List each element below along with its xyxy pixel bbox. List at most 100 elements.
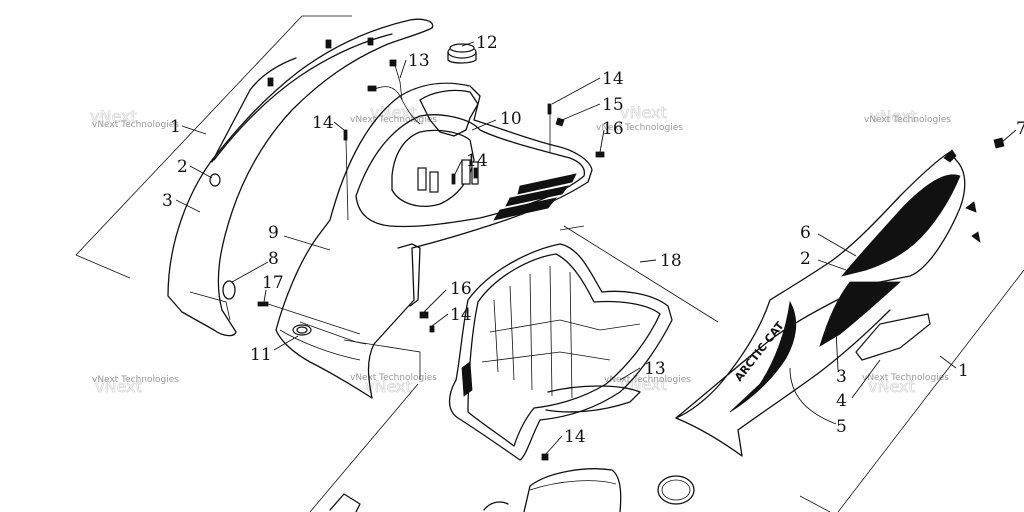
leader-line [551,77,601,105]
callout-number: 3 [836,367,847,387]
watermark-text: vNext Technologies [92,375,179,385]
decal-dark-stripe [819,281,902,347]
wire-harness [393,61,403,101]
watermark-ghost: vNext [370,103,417,122]
callout-number: 1 [170,117,181,137]
leader-line [619,367,641,381]
callout-number: 11 [250,345,272,365]
watermarks: vNext vNext Technologies vNext vNext Tec… [90,103,952,397]
leader-line [599,129,605,153]
leader-line [545,435,563,455]
hood-section-line [343,339,421,380]
liner-clip [461,361,473,397]
bolt [451,173,456,185]
callout-number: 14 [466,151,488,171]
callout-number: 6 [800,223,811,243]
leader-line [851,359,881,399]
air-intake-boot [523,468,622,512]
hood-windshield-opening [355,114,586,228]
bottom-bracket-line [799,495,831,512]
leader-line [273,335,299,351]
hood-vent-louver [517,173,577,195]
callout-number: 1 [958,361,969,381]
callout-number: 2 [800,249,811,269]
decal-window [855,313,931,361]
watermark-ghost: vNext [95,377,142,396]
intake-hose-end [483,501,509,511]
callout-number: 16 [602,119,624,139]
bolt [547,103,552,115]
fastener [965,201,977,213]
clip [419,311,429,319]
callout-number: 10 [500,109,522,129]
watermark-text: vNext Technologies [92,120,179,130]
air-intake-rim [529,480,617,491]
front-hood-body [275,82,593,399]
bolt [473,167,478,179]
callout-number: 17 [262,273,284,293]
leader-line [175,199,201,213]
watermark-text: vNext Technologies [864,115,951,125]
inner-liner-rim [467,253,661,447]
hood-badge [296,326,308,334]
callout-number: 15 [602,95,624,115]
hood-inner-slot [461,159,471,185]
hood-lower-crease [279,329,361,361]
hood-inner-slot [417,167,427,191]
callout-number: 8 [268,249,279,269]
watermark-ghost: vNext [365,377,412,396]
callout-number: 14 [312,113,334,133]
liner-ribs [481,351,611,363]
left-panel-tab [267,77,274,87]
watermark-text: vNext Technologies [862,373,949,383]
decal-dark-stripe [729,300,797,413]
watermark-text: vNext Technologies [604,375,691,385]
hood-inner-panel [391,129,475,207]
fastener [971,231,981,243]
rivet [835,322,845,330]
leader-line [263,289,267,303]
bolt [343,129,348,141]
watermark-ghost: vNext [620,103,667,122]
leader-line [835,329,839,371]
liner-lower-shroud [545,385,641,413]
leader-line [939,355,957,369]
right-decal-group: ARCTIC CAT [675,137,1024,512]
callout-number: 14 [564,427,586,447]
leader-line [431,313,449,327]
liner-ribs [489,319,641,333]
callout-number: 13 [408,51,430,71]
watermark-text: vNext Technologies [350,373,437,383]
callout-number: 14 [450,305,472,325]
wire-connector [389,59,397,67]
leader-line [333,121,345,131]
hose-clamp-inner [661,479,691,501]
watermark-text: vNext Technologies [596,123,683,133]
callout-number: 13 [644,359,666,379]
leader-line [189,165,213,179]
bolt [257,301,269,307]
callout-number: 16 [450,279,472,299]
left-panel-hole [209,173,221,187]
callouts: 1 2 3 8 17 9 11 13 12 14 10 14 14 15 16 … [162,33,1024,447]
hood-inner-slot [429,171,439,193]
leader-line [231,261,269,283]
leader-line [453,159,463,177]
right-panel-lower [675,309,891,457]
decal-dark-stripe [840,174,961,277]
leader-line [471,119,497,131]
hose-clamp [657,475,695,505]
wire-connector [367,85,377,92]
watermark-ghost: vNext [868,377,915,396]
left-panel-edge [213,33,393,161]
fastener [943,149,957,163]
inner-liner-group [448,225,719,461]
clip [595,151,605,158]
fastener [993,137,1005,149]
left-panel-tab [367,37,374,46]
front-hood-group [275,82,593,512]
leader-line [461,41,475,47]
callout-number: 3 [162,191,173,211]
hood-vent-louver [505,185,569,207]
bottom-part-fragment [329,493,361,512]
